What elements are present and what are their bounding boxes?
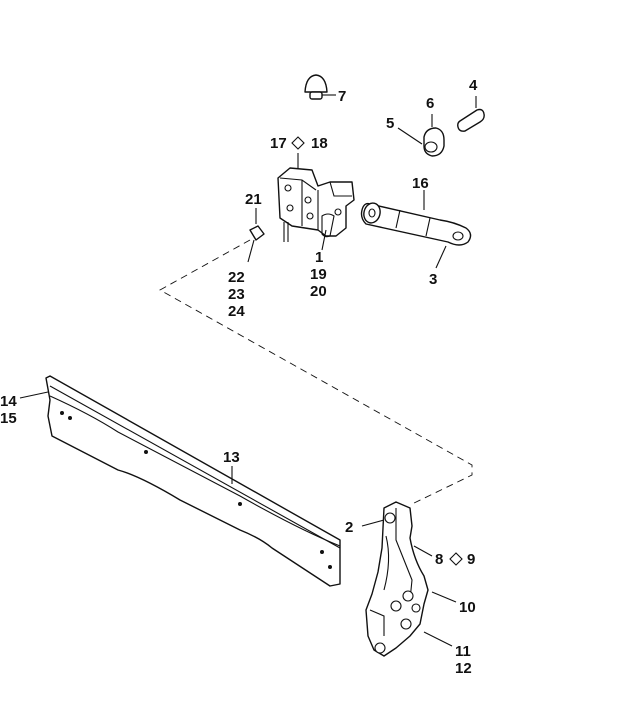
part-8-support-bracket [361,501,457,657]
label-18: 18 [311,135,328,152]
label-13: 13 [223,449,240,466]
label-7: 7 [338,88,346,105]
label-10: 10 [459,599,476,616]
part-13-rail [19,375,341,587]
label-16: 16 [412,175,429,192]
assembly-dashed-line [159,239,473,506]
label-17: 17 [270,135,287,152]
label-15: 15 [0,410,17,427]
label-14: 14 [0,393,17,410]
label-6: 6 [426,95,434,112]
label-24: 24 [228,303,245,320]
diamond-8-9-icon [449,552,463,566]
label-12: 12 [455,660,472,677]
label-9: 9 [467,551,475,568]
label-23: 23 [228,286,245,303]
part-16-cylinder [360,190,472,269]
label-4: 4 [469,77,478,94]
label-8: 8 [435,551,443,568]
part-7-plug [304,74,336,100]
label-22: 22 [228,269,245,286]
label-21: 21 [245,191,262,208]
part-1-valve-block [277,167,355,251]
diamond-17-18-icon [291,136,305,150]
label-11: 11 [455,643,471,660]
part-21-fitting [247,208,265,263]
label-19: 19 [310,266,327,283]
label-1: 1 [315,249,323,266]
part-6-bushing [397,114,445,157]
label-2: 2 [345,519,353,536]
label-5: 5 [386,115,394,132]
label-20: 20 [310,283,327,300]
label-3: 3 [429,271,437,288]
part-4-pin [457,96,485,132]
